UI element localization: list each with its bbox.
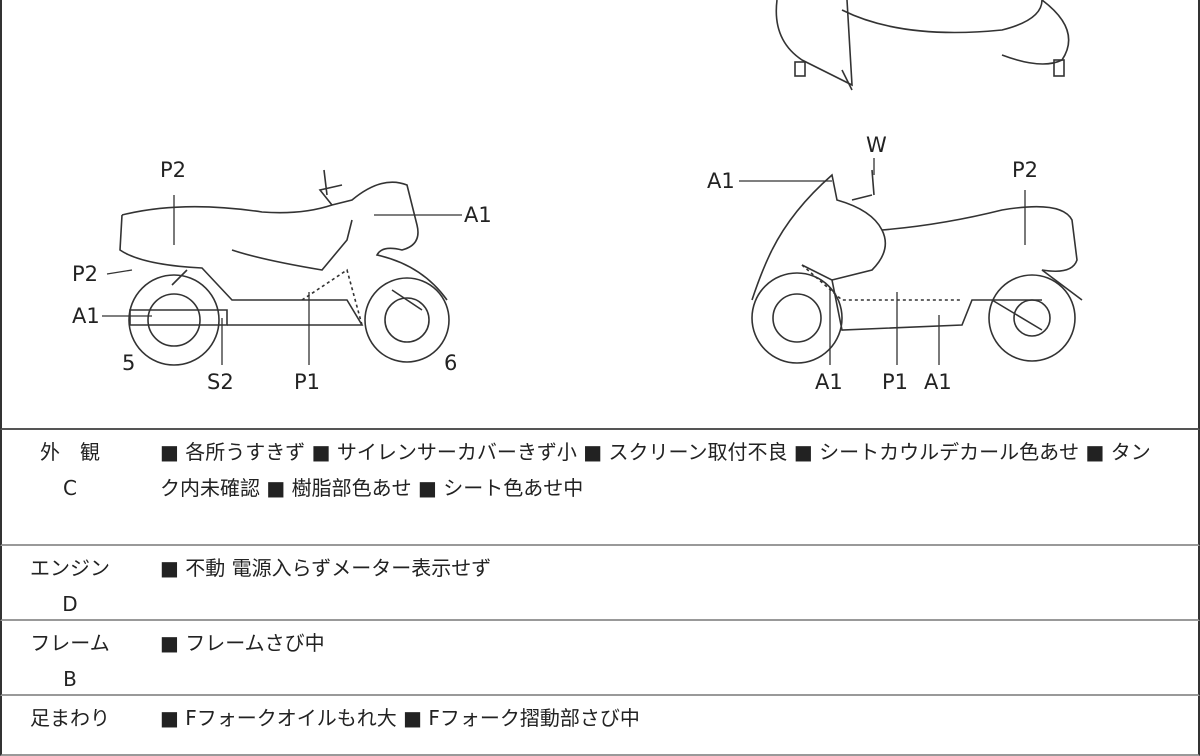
scooter-top-view [775, 0, 1070, 91]
label-p1: P1 [882, 370, 909, 394]
label-s2: S2 [207, 370, 234, 394]
row-suspension: 足まわり ■ Fフォークオイルもれ大 ■ Fフォーク摺動部さび中 [0, 696, 1200, 756]
condition-text: ■ Fフォークオイルもれ大 ■ Fフォーク摺動部さび中 [160, 706, 640, 730]
category-label: エンジン [30, 556, 110, 580]
condition-text: ■ 各所うすきず ■ サイレンサーカバーきず小 ■ スクリーン取付不良 ■ シー… [160, 440, 1151, 500]
label-a1: A1 [924, 370, 952, 394]
category-label: 外 観 [40, 440, 100, 464]
row-engine: エンジン D ■ 不動 電源入らずメーター表示せず [0, 546, 1200, 621]
grade-label: B [63, 667, 77, 691]
label-p1: P1 [294, 370, 321, 394]
label-a1: A1 [72, 304, 100, 328]
category-label: 足まわり [30, 706, 110, 730]
scooter-right-view [751, 169, 1083, 364]
label-a1: A1 [707, 169, 735, 193]
condition-text: ■ フレームさび中 [160, 631, 325, 655]
label-6: 6 [444, 351, 458, 375]
scooter-damage-diagram: P2 P2 A1 A1 5 S2 P1 6 W A1 P2 A1 P1 A1 [0, 0, 1200, 430]
label-a1: A1 [464, 203, 492, 227]
label-5: 5 [122, 351, 136, 375]
scooter-line-drawings [102, 0, 1083, 366]
label-p2: P2 [1012, 158, 1039, 182]
row-frame: フレーム B ■ フレームさび中 [0, 621, 1200, 696]
label-p2: P2 [72, 262, 99, 286]
condition-text: ■ 不動 電源入らずメーター表示せず [160, 556, 492, 580]
grade-label: C [63, 476, 77, 500]
label-p2: P2 [160, 158, 187, 182]
label-a1: A1 [815, 370, 843, 394]
label-w: W [866, 133, 887, 157]
row-exterior: 外 観 C ■ 各所うすきず ■ サイレンサーカバーきず小 ■ スクリーン取付不良… [0, 430, 1200, 546]
grade-label: D [62, 592, 78, 616]
category-label: フレーム [30, 631, 110, 655]
scooter-left-view [119, 169, 450, 366]
